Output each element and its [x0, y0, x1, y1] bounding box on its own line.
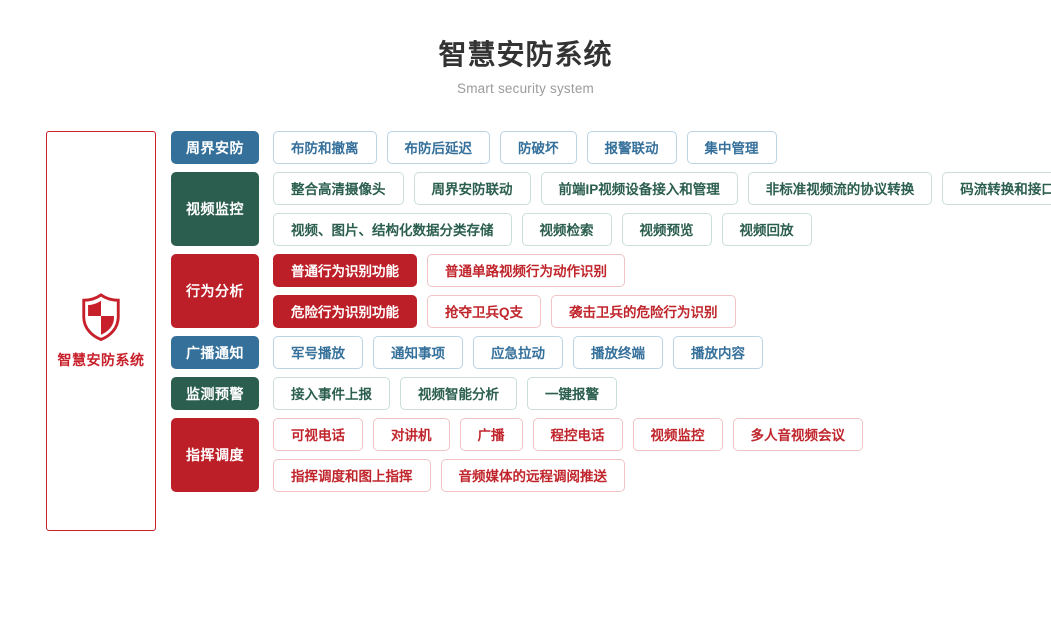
feature-chip[interactable]: 整合高清摄像头: [273, 172, 404, 205]
shield-icon: [78, 292, 124, 342]
category-items-dispatch: 可视电话 对讲机 广播 程控电话 视频监控 多人音视频会议 指挥调度和图上指挥 …: [273, 418, 863, 492]
feature-chip[interactable]: 程控电话: [532, 418, 623, 451]
feature-chip[interactable]: 非标准视频流的协议转换: [747, 172, 933, 205]
feature-chip[interactable]: 视频、图片、结构化数据分类存储: [273, 213, 512, 246]
category-row-dispatch: 指挥调度 可视电话 对讲机 广播 程控电话 视频监控 多人音视频会议 指挥调度和…: [171, 418, 1051, 492]
category-items-perimeter: 布防和撤离 布防后延迟 防破坏 报警联动 集中管理: [273, 131, 777, 164]
feature-chip[interactable]: 视频回放: [721, 213, 812, 246]
category-items-video: 整合高清摄像头 周界安防联动 前端IP视频设备接入和管理 非标准视频流的协议转换…: [273, 172, 1051, 246]
category-row-behavior: 行为分析 普通行为识别功能 普通单路视频行为动作识别 危险行为识别功能 抢夺卫兵…: [171, 254, 1051, 328]
feature-chip[interactable]: 多人音视频会议: [732, 418, 863, 451]
feature-chip[interactable]: 普通行为识别功能: [273, 254, 417, 287]
feature-chip[interactable]: 音频媒体的远程调阅推送: [440, 459, 625, 492]
feature-chip[interactable]: 前端IP视频设备接入和管理: [540, 172, 738, 205]
feature-chip[interactable]: 播放内容: [673, 336, 763, 369]
category-items-broadcast: 军号播放 通知事项 应急拉动 播放终端 播放内容: [273, 336, 763, 369]
feature-chip[interactable]: 集中管理: [686, 131, 777, 164]
category-label-dispatch[interactable]: 指挥调度: [171, 418, 259, 492]
feature-chip[interactable]: 指挥调度和图上指挥: [273, 459, 431, 492]
item-line: 指挥调度和图上指挥 音频媒体的远程调阅推送: [273, 459, 863, 492]
category-items-monitoring: 接入事件上报 视频智能分析 一键报警: [273, 377, 617, 410]
category-row-monitoring: 监测预警 接入事件上报 视频智能分析 一键报警: [171, 377, 1051, 410]
category-row-video: 视频监控 整合高清摄像头 周界安防联动 前端IP视频设备接入和管理 非标准视频流…: [171, 172, 1051, 246]
feature-chip[interactable]: 对讲机: [373, 418, 450, 451]
feature-chip[interactable]: 接入事件上报: [273, 377, 390, 410]
feature-chip[interactable]: 广播: [459, 418, 523, 451]
category-label-broadcast[interactable]: 广播通知: [171, 336, 259, 369]
category-label-behavior[interactable]: 行为分析: [171, 254, 259, 328]
item-line: 整合高清摄像头 周界安防联动 前端IP视频设备接入和管理 非标准视频流的协议转换…: [273, 172, 1051, 205]
item-line: 布防和撤离 布防后延迟 防破坏 报警联动 集中管理: [273, 131, 777, 164]
architecture-board: 智慧安防系统 周界安防 布防和撤离 布防后延迟 防破坏 报警联动 集中管理 视频…: [46, 131, 1051, 531]
page-title: 智慧安防系统: [438, 39, 613, 70]
feature-chip[interactable]: 军号播放: [273, 336, 363, 369]
category-label-video[interactable]: 视频监控: [171, 172, 259, 246]
system-panel: 智慧安防系统: [46, 131, 156, 531]
feature-chip[interactable]: 一键报警: [527, 377, 617, 410]
feature-chip[interactable]: 应急拉动: [473, 336, 563, 369]
feature-chip[interactable]: 布防和撤离: [273, 131, 377, 164]
category-label-monitoring[interactable]: 监测预警: [171, 377, 259, 410]
item-line: 军号播放 通知事项 应急拉动 播放终端 播放内容: [273, 336, 763, 369]
item-line: 视频、图片、结构化数据分类存储 视频检索 视频预览 视频回放: [273, 213, 1051, 246]
category-row-broadcast: 广播通知 军号播放 通知事项 应急拉动 播放终端 播放内容: [171, 336, 1051, 369]
feature-chip[interactable]: 布防后延迟: [386, 131, 490, 164]
feature-chip[interactable]: 视频预览: [621, 213, 712, 246]
feature-chip[interactable]: 袭击卫兵的危险行为识别: [551, 295, 736, 328]
feature-chip[interactable]: 可视电话: [273, 418, 363, 451]
feature-chip[interactable]: 普通单路视频行为动作识别: [427, 254, 625, 287]
category-items-behavior: 普通行为识别功能 普通单路视频行为动作识别 危险行为识别功能 抢夺卫兵Q支 袭击…: [273, 254, 736, 328]
feature-chip[interactable]: 防破坏: [500, 131, 577, 164]
feature-chip[interactable]: 周界安防联动: [413, 172, 531, 205]
item-line: 可视电话 对讲机 广播 程控电话 视频监控 多人音视频会议: [273, 418, 863, 451]
feature-chip[interactable]: 视频智能分析: [400, 377, 517, 410]
item-line: 普通行为识别功能 普通单路视频行为动作识别: [273, 254, 736, 287]
feature-chip[interactable]: 视频检索: [521, 213, 612, 246]
item-line: 接入事件上报 视频智能分析 一键报警: [273, 377, 617, 410]
item-line: 危险行为识别功能 抢夺卫兵Q支 袭击卫兵的危险行为识别: [273, 295, 736, 328]
system-panel-label: 智慧安防系统: [57, 352, 145, 368]
page-subtitle: Smart security system: [457, 80, 594, 96]
page-header: 智慧安防系统 Smart security system: [0, 0, 1051, 96]
feature-chip[interactable]: 视频监控: [632, 418, 723, 451]
feature-chip[interactable]: 报警联动: [586, 131, 677, 164]
feature-chip[interactable]: 抢夺卫兵Q支: [427, 295, 542, 328]
category-label-perimeter[interactable]: 周界安防: [171, 131, 259, 164]
feature-chip[interactable]: 通知事项: [373, 336, 463, 369]
category-rows: 周界安防 布防和撤离 布防后延迟 防破坏 报警联动 集中管理 视频监控 整合高清…: [171, 131, 1051, 492]
feature-chip[interactable]: 危险行为识别功能: [273, 295, 417, 328]
category-row-perimeter: 周界安防 布防和撤离 布防后延迟 防破坏 报警联动 集中管理: [171, 131, 1051, 164]
feature-chip[interactable]: 码流转换和接口转换: [942, 172, 1051, 205]
feature-chip[interactable]: 播放终端: [573, 336, 663, 369]
